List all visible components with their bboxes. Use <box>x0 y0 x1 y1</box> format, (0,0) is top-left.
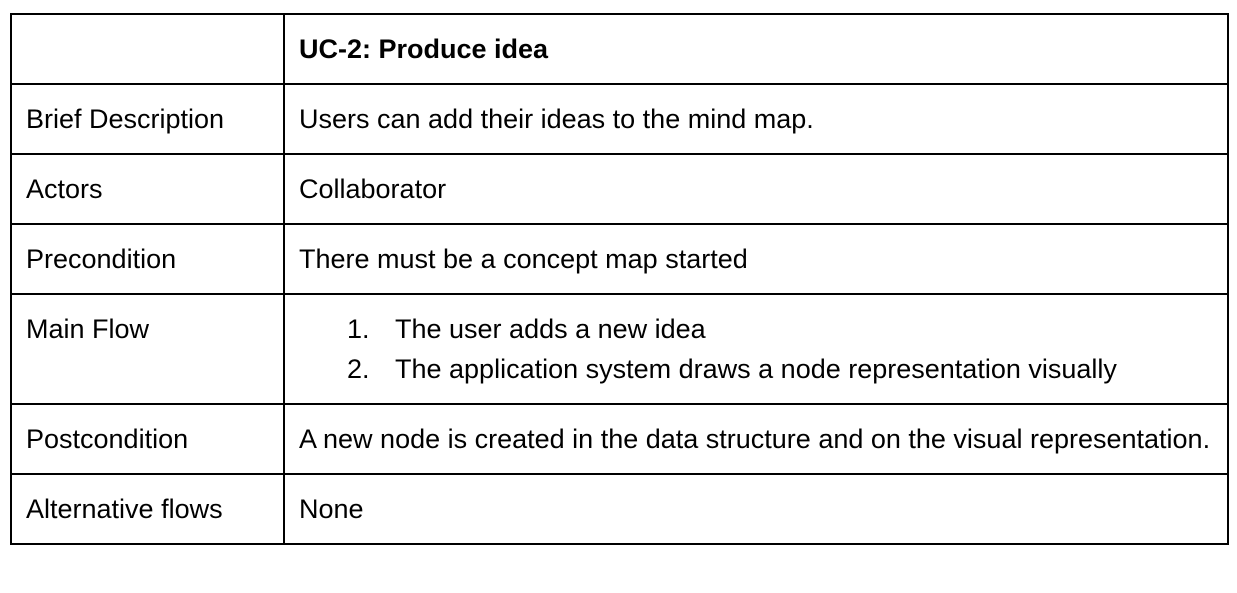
step-number: 1. <box>347 314 370 344</box>
list-item: 1. The user adds a new idea <box>347 309 1213 349</box>
row-value: There must be a concept map started <box>283 223 1229 295</box>
row-value: None <box>283 473 1229 545</box>
use-case-title: UC-2: Produce idea <box>299 34 549 64</box>
table-row-title: UC-2: Produce idea <box>10 13 1229 85</box>
row-value: Collaborator <box>283 153 1229 225</box>
step-number: 2. <box>347 354 370 384</box>
row-value: A new node is created in the data struct… <box>283 403 1229 475</box>
step-text: The user adds a new idea <box>395 314 706 344</box>
table-row: Actors Collaborator <box>10 153 1229 225</box>
list-item: 2. The application system draws a node r… <box>347 349 1213 389</box>
header-empty-cell <box>10 13 285 85</box>
use-case-table: UC-2: Produce idea Brief Description Use… <box>10 13 1229 545</box>
row-label: Brief Description <box>10 83 285 155</box>
row-label: Main Flow <box>10 293 285 405</box>
row-label: Precondition <box>10 223 285 295</box>
table-row: Main Flow 1. The user adds a new idea 2.… <box>10 293 1229 405</box>
main-flow-cell: 1. The user adds a new idea 2. The appli… <box>283 293 1229 405</box>
use-case-title-cell: UC-2: Produce idea <box>283 13 1229 85</box>
row-value: Users can add their ideas to the mind ma… <box>283 83 1229 155</box>
row-label: Postcondition <box>10 403 285 475</box>
row-label: Actors <box>10 153 285 225</box>
row-label: Alternative flows <box>10 473 285 545</box>
step-text: The application system draws a node repr… <box>395 354 1117 384</box>
table-row: Postcondition A new node is created in t… <box>10 403 1229 475</box>
main-flow-list: 1. The user adds a new idea 2. The appli… <box>299 309 1213 389</box>
table-row: Alternative flows None <box>10 473 1229 545</box>
table-row: Precondition There must be a concept map… <box>10 223 1229 295</box>
table-row: Brief Description Users can add their id… <box>10 83 1229 155</box>
